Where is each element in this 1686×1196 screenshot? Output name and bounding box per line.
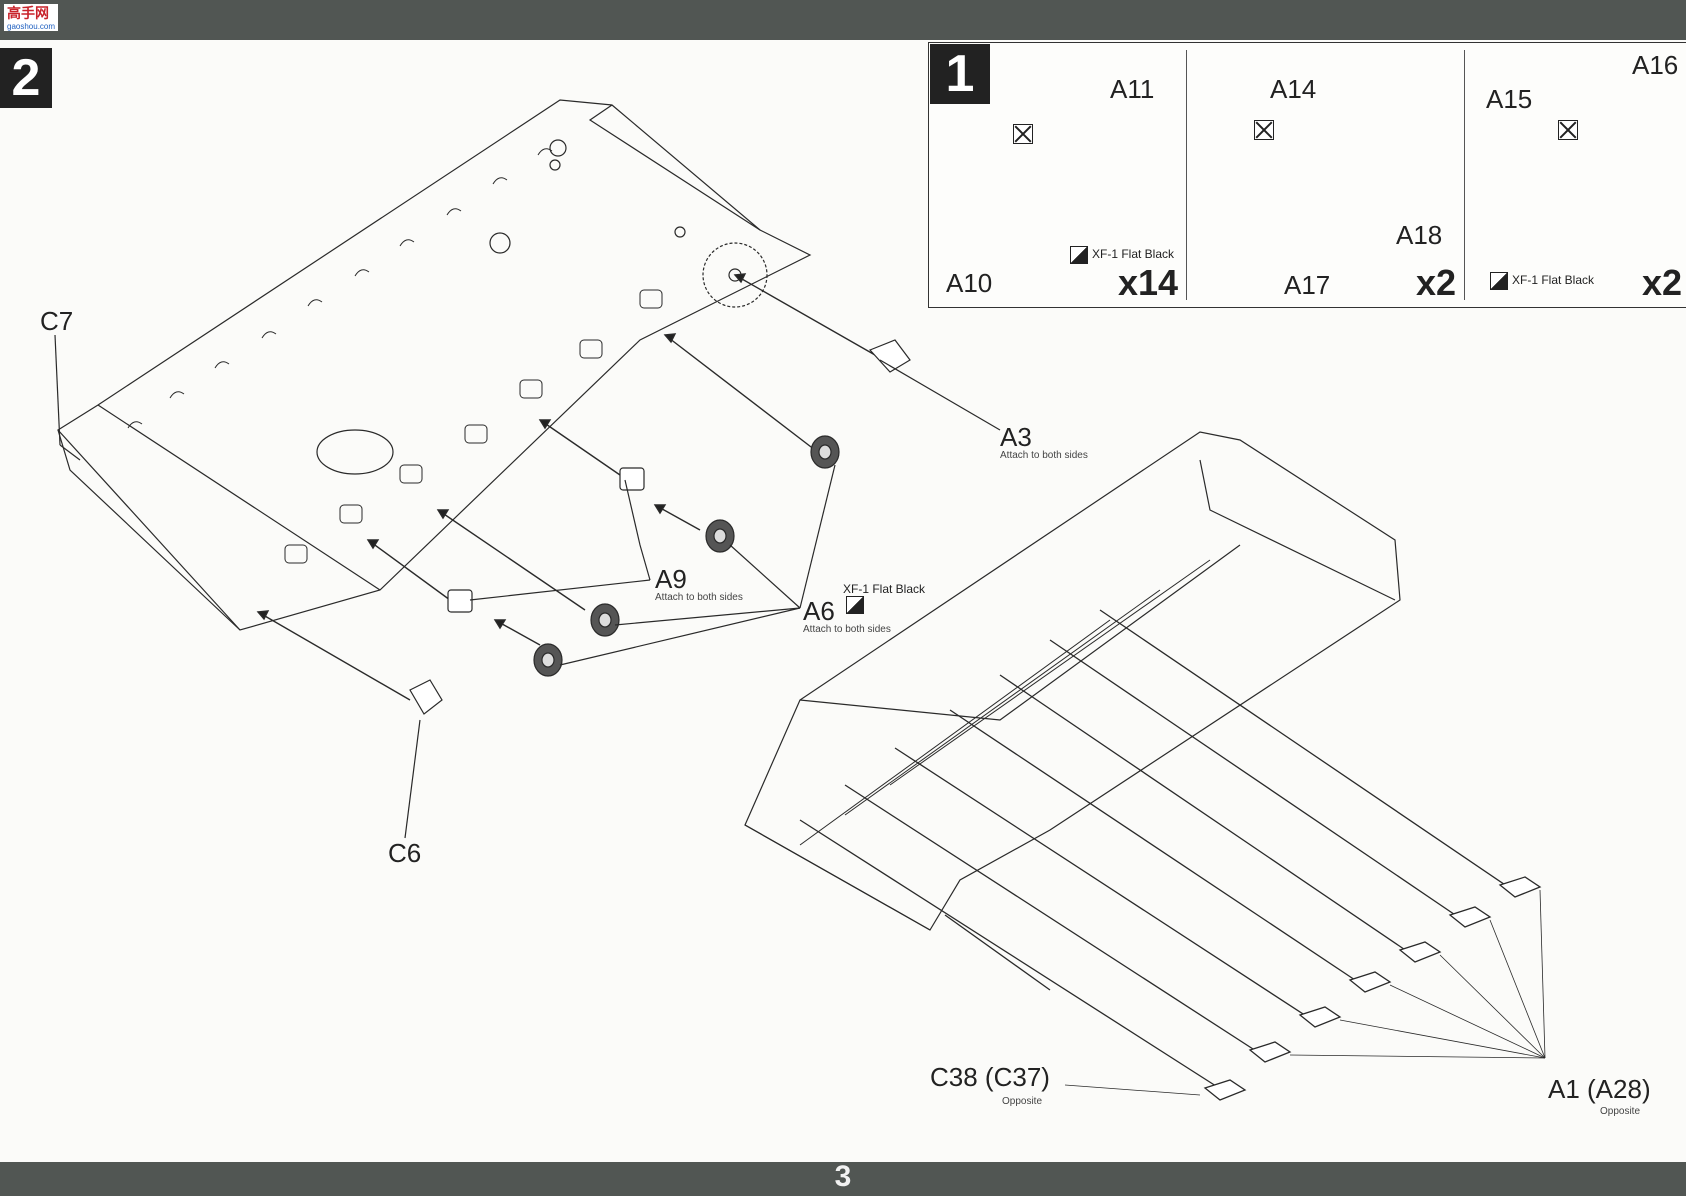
step-1-panel xyxy=(928,42,1686,308)
page-number: 3 xyxy=(834,1160,852,1193)
paint-swatch-icon xyxy=(846,596,864,614)
part-label-a1: A1 (A28) xyxy=(1548,1074,1651,1104)
section-a-qty: x14 xyxy=(1118,262,1179,303)
parts-step2 xyxy=(404,339,1001,839)
section-c-paint-label: XF-1 Flat Black xyxy=(1512,273,1595,288)
a3-note: Attach to both sides xyxy=(1000,450,1088,461)
bottom-bar xyxy=(0,1162,1686,1196)
upper-hull-drawing xyxy=(744,431,1401,931)
part-label-a10: A10 xyxy=(946,268,993,298)
a9-note: Attach to both sides xyxy=(655,592,743,603)
a6-paint-label: XF-1 Flat Black xyxy=(843,582,926,596)
step-1-number: 1 xyxy=(930,44,990,104)
section-a-paint: XF-1 Flat Black xyxy=(1070,246,1174,264)
part-label-c38: C38 (C37) xyxy=(930,1062,1050,1092)
logo-url: gaoshou.com xyxy=(7,22,56,31)
paint-swatch-icon xyxy=(1070,246,1088,264)
lower-hull-drawing xyxy=(54,99,812,631)
watermark-logo: 高手网 gaoshou.com xyxy=(4,4,59,31)
logo-text: 高手网 xyxy=(7,5,49,21)
section-a-paint-label: XF-1 Flat Black xyxy=(1092,247,1175,262)
step-2-number: 2 xyxy=(0,48,52,108)
part-label-a3: A3 xyxy=(1000,422,1032,452)
assembly-arrows xyxy=(256,273,876,701)
section-b-qty: x2 xyxy=(1416,262,1457,303)
part-label-a18: A18 xyxy=(1396,220,1443,250)
a6-paint-icon xyxy=(846,596,868,614)
part-label-a6: A6 xyxy=(803,596,835,626)
part-label-a9: A9 xyxy=(655,564,687,594)
section-c-paint: XF-1 Flat Black xyxy=(1490,272,1594,290)
part-label-a14: A14 xyxy=(1270,74,1317,104)
paint-swatch-icon xyxy=(1490,272,1508,290)
c38-note: Opposite xyxy=(1002,1096,1043,1107)
section-c-qty: x2 xyxy=(1642,262,1683,303)
a1-note: Opposite xyxy=(1600,1106,1641,1117)
no-glue-icon xyxy=(1013,124,1033,144)
torsion-bars xyxy=(799,609,1546,1101)
part-label-a11: A11 xyxy=(1110,74,1155,104)
panel-divider xyxy=(1186,50,1187,300)
part-label-a16: A16 xyxy=(1632,50,1679,80)
a6-note: Attach to both sides xyxy=(803,624,891,635)
part-label-a15: A15 xyxy=(1486,84,1533,114)
a6-paint-callout: XF-1 Flat Black xyxy=(843,582,925,596)
no-glue-icon xyxy=(1254,120,1274,140)
panel-divider xyxy=(1464,50,1465,300)
part-label-c7: C7 xyxy=(40,306,74,336)
part-label-c6: C6 xyxy=(388,838,422,868)
part-label-a17: A17 xyxy=(1284,270,1331,300)
no-glue-icon xyxy=(1558,120,1578,140)
top-bar xyxy=(0,0,1686,40)
